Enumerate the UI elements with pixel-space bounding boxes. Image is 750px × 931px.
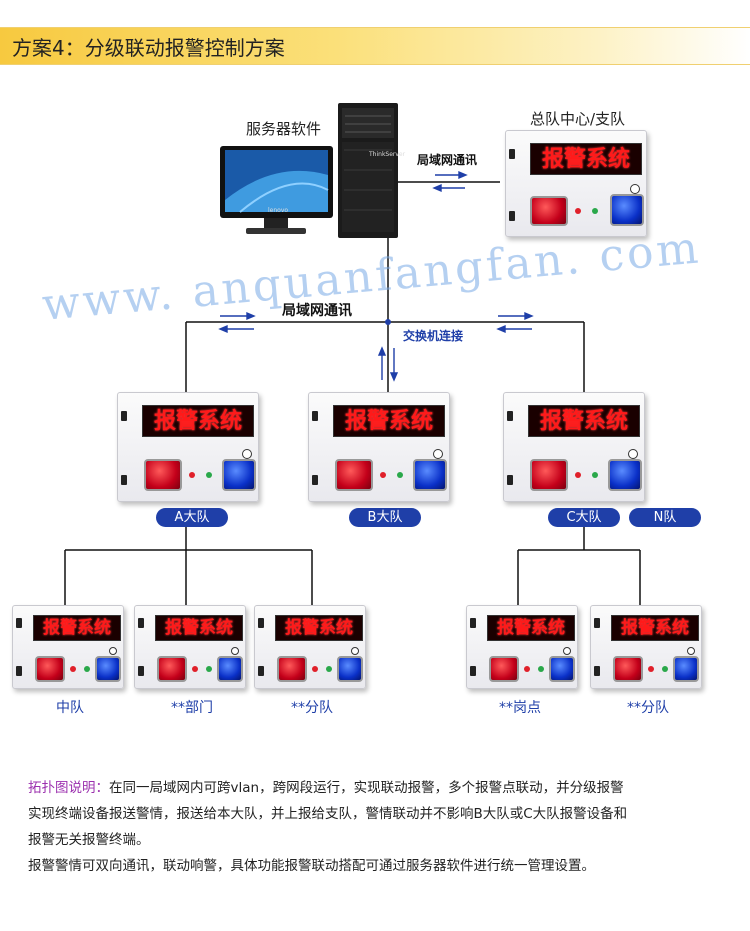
leaf-label-fendui-2: **分队 xyxy=(627,700,669,716)
led-display: 报警系统 xyxy=(275,615,363,641)
team-a-badge: A大队 xyxy=(156,508,228,527)
alarm-box-c: 报警系统 xyxy=(503,392,645,502)
led-display: 报警系统 xyxy=(333,405,445,437)
blue-alarm-button xyxy=(549,656,575,682)
monitor-brand: lenovo xyxy=(268,207,289,214)
led-display: 报警系统 xyxy=(528,405,640,437)
blue-alarm-button xyxy=(608,459,642,491)
red-alarm-button xyxy=(489,656,519,682)
alarm-box-gangdian: 报警系统 xyxy=(466,605,578,689)
lan-main-label: 局域网通讯 xyxy=(282,303,352,319)
header-banner: 方案4：分级联动报警控制方案 xyxy=(0,27,750,65)
red-alarm-button xyxy=(335,459,373,491)
team-n-badge: N队 xyxy=(629,508,701,527)
description-line-4: 报警警情可双向通讯，联动响警，具体功能报警联动搭配可通过服务器软件进行统一管理设… xyxy=(28,858,595,874)
leaf-label-fendui-1: **分队 xyxy=(291,700,333,716)
switch-node xyxy=(385,319,391,325)
team-c-badge: C大队 xyxy=(548,508,620,527)
red-alarm-button xyxy=(144,459,182,491)
blue-alarm-button xyxy=(95,656,121,682)
leaf-label-zhongdui: 中队 xyxy=(56,700,84,716)
blue-alarm-button xyxy=(337,656,363,682)
leaf-label-bumen: **部门 xyxy=(171,700,213,716)
lan-top-label: 局域网通讯 xyxy=(417,153,478,167)
red-alarm-button xyxy=(157,656,187,682)
red-alarm-button xyxy=(35,656,65,682)
leaf-label-gangdian: **岗点 xyxy=(499,700,541,716)
led-display: 报警系统 xyxy=(155,615,243,641)
led-display: 报警系统 xyxy=(33,615,121,641)
center-label: 总队中心/支队 xyxy=(530,110,626,128)
led-display: 报警系统 xyxy=(611,615,699,641)
blue-alarm-button xyxy=(222,459,256,491)
led-display: 报警系统 xyxy=(487,615,575,641)
red-alarm-button xyxy=(530,459,568,491)
alarm-box-b: 报警系统 xyxy=(308,392,450,502)
blue-alarm-button xyxy=(673,656,699,682)
tower-brand: ThinkServer xyxy=(369,151,406,158)
led-display: 报警系统 xyxy=(142,405,254,437)
alarm-box-zhongdui: 报警系统 xyxy=(12,605,124,689)
switch-label: 交换机连接 xyxy=(403,329,464,343)
alarm-box-a: 报警系统 xyxy=(117,392,259,502)
red-alarm-button xyxy=(530,196,568,226)
page-title: 方案4：分级联动报警控制方案 xyxy=(12,36,285,60)
alarm-box-bumen: 报警系统 xyxy=(134,605,246,689)
description-line-1: 在同一局域网内可跨vlan，跨网段运行，实现联动报警，多个报警点联动，并分级报警 xyxy=(109,780,624,796)
red-alarm-button xyxy=(277,656,307,682)
alarm-box-center: 报警系统 xyxy=(505,130,647,237)
team-b-badge: B大队 xyxy=(349,508,421,527)
alarm-box-fendui-2: 报警系统 xyxy=(590,605,702,689)
topology-description: 拓扑图说明：在同一局域网内可跨vlan，跨网段运行，实现联动报警，多个报警点联动… xyxy=(28,775,728,879)
server-software-label: 服务器软件 xyxy=(246,120,322,138)
blue-alarm-button xyxy=(610,194,644,226)
alarm-box-fendui-1: 报警系统 xyxy=(254,605,366,689)
description-line-3: 报警无关报警终端。 xyxy=(28,832,150,848)
led-display: 报警系统 xyxy=(530,143,642,175)
blue-alarm-button xyxy=(413,459,447,491)
description-line-2: 实现终端设备报送警情，报送给本大队，并上报给支队，警情联动并不影响B大队或C大队… xyxy=(28,806,628,822)
description-heading: 拓扑图说明： xyxy=(28,780,109,796)
blue-alarm-button xyxy=(217,656,243,682)
red-alarm-button xyxy=(613,656,643,682)
